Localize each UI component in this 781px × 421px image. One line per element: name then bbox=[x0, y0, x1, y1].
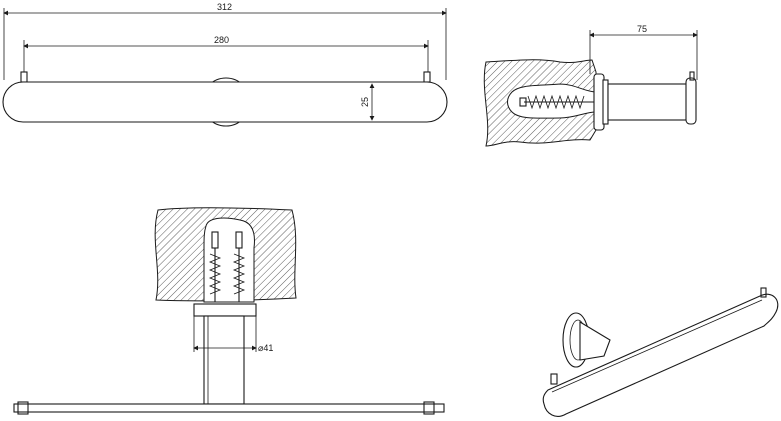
dim-bar-height: 25 bbox=[360, 97, 370, 107]
anchor-screw-side bbox=[519, 94, 596, 110]
bar-perspective bbox=[542, 293, 779, 417]
wall-cavity-side bbox=[507, 83, 597, 119]
arm-side bbox=[607, 83, 689, 121]
pin-left bbox=[20, 71, 28, 83]
rosette-top bbox=[193, 303, 257, 317]
wall-cavity-top bbox=[203, 217, 255, 303]
dim-overall-length: 312 bbox=[217, 2, 232, 12]
pin-perspective-left bbox=[550, 373, 558, 385]
dim-base-diameter: ⌀41 bbox=[258, 343, 273, 353]
side-view: 75 bbox=[483, 24, 698, 147]
pin-right bbox=[423, 71, 431, 83]
end-cap-side bbox=[685, 77, 697, 125]
pin-perspective-right bbox=[760, 287, 767, 298]
bar-top bbox=[13, 403, 445, 413]
dim-projection: 75 bbox=[637, 24, 647, 34]
front-view: 312 280 25 bbox=[2, 2, 448, 127]
arm-perspective bbox=[579, 321, 611, 361]
top-view: ⌀41 bbox=[13, 207, 445, 415]
anchor-screws-top bbox=[208, 231, 246, 302]
stem-top bbox=[203, 315, 245, 405]
dim-mount-spacing: 280 bbox=[214, 35, 229, 45]
perspective-view bbox=[542, 287, 779, 417]
bar-front bbox=[2, 81, 448, 123]
